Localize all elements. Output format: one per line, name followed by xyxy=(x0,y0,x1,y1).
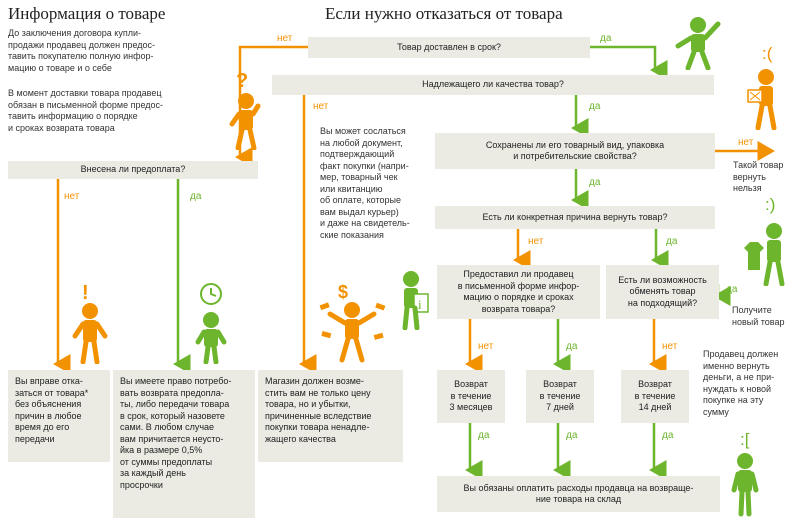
label-no-written: нет xyxy=(478,341,494,352)
question-return-reason: Есть ли конкретная причина вернуть товар… xyxy=(435,206,715,229)
label-yes-appearance: да xyxy=(589,177,601,188)
result-refuse-anytime: Вы вправе отка-заться от товара* без объ… xyxy=(8,370,110,462)
label-yes-exchange: да xyxy=(726,284,738,295)
label-yes-delivered: да xyxy=(600,33,612,44)
result-prepayment-rights: Вы имеете право потребо-вать возврата пр… xyxy=(113,370,255,518)
label-yes-written: да xyxy=(566,341,578,352)
left-title: Информация о товаре xyxy=(8,4,166,23)
right-title: Если нужно отказаться от товара xyxy=(325,4,563,23)
unhappy-person-icon xyxy=(731,453,759,517)
label-no-prepay: нет xyxy=(64,191,80,202)
unhappy-face-icon: :[ xyxy=(740,430,750,449)
info-person-icon: i xyxy=(402,271,429,330)
label-yes-7d: да xyxy=(566,430,578,441)
label-no-appearance: нет xyxy=(738,137,754,148)
intro-paragraph-1: До заключения договора купли-продажи про… xyxy=(8,28,156,73)
exclamation-icon: ! xyxy=(82,282,89,304)
happy-person-icon xyxy=(675,17,721,70)
clock-person-icon xyxy=(195,283,227,364)
broken-item-person-icon xyxy=(747,69,777,130)
clothes-person-icon xyxy=(744,223,785,286)
label-yes-quality: да xyxy=(589,101,601,112)
label-no-delivered: нет xyxy=(277,33,293,44)
dollar-icon: $ xyxy=(338,282,349,302)
result-store-compensates: Магазин должен возме-стить вам не только… xyxy=(258,370,403,462)
alert-person-icon xyxy=(72,303,108,364)
label-no-quality: нет xyxy=(313,101,329,112)
question-delivered-on-time: Товар доставлен в срок? xyxy=(308,37,590,58)
sad-face-icon: :( xyxy=(762,44,773,63)
question-quality: Надлежащего ли качества товар? xyxy=(272,75,714,95)
label-no-exchange: нет xyxy=(662,341,678,352)
money-person-icon xyxy=(319,302,386,363)
label-no-reason: нет xyxy=(528,236,544,247)
svg-text:i: i xyxy=(418,297,422,312)
label-yes-3m: да xyxy=(478,430,490,441)
confused-person-icon xyxy=(229,93,261,150)
label-yes-reason: да xyxy=(666,236,678,247)
question-prepayment: Внесена ли предоплата? xyxy=(8,161,258,179)
label-yes-prepay: да xyxy=(190,191,202,202)
question-mark-icon: ? xyxy=(236,70,249,92)
result-pay-return-costs: Вы обязаны оплатить расходы продавца на … xyxy=(437,476,720,512)
label-yes-14d: да xyxy=(662,430,674,441)
happy-face-icon: :) xyxy=(765,195,776,214)
